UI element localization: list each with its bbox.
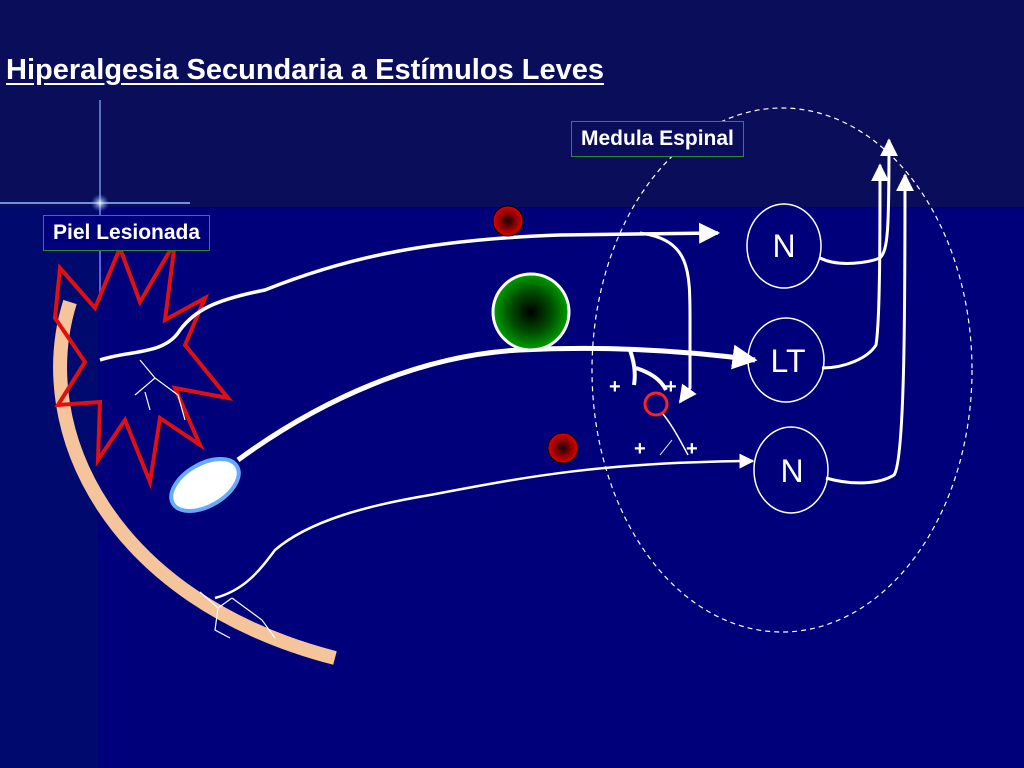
middle-fiber-branch — [628, 349, 668, 391]
plus-sign: + — [634, 438, 646, 460]
projection-neuron-bottom: N — [753, 426, 829, 514]
skin-layer — [53, 299, 337, 665]
slide-title: Hiperalgesia Secundaria a Estímulos Leve… — [6, 54, 604, 86]
bottom-fiber-ending — [199, 591, 276, 639]
injured-skin-label: Piel Lesionada — [43, 215, 211, 251]
interneuron-axon — [662, 413, 689, 456]
middle-fiber-cell-body — [491, 272, 571, 352]
top-fiber — [99, 222, 721, 362]
top-fiber-ending — [134, 359, 186, 421]
top-fiber-collateral — [639, 231, 697, 404]
middle-fiber — [236, 344, 758, 463]
interneuron-stroke — [659, 439, 673, 456]
light-flare — [0, 100, 190, 300]
header-background — [0, 0, 1024, 207]
ascending-axon-bottom — [825, 173, 914, 485]
mechanoreceptor — [169, 457, 241, 513]
spinal-cord-label: Medula Espinal — [571, 121, 744, 157]
injury-star — [52, 240, 233, 490]
plus-sign: + — [665, 376, 677, 398]
ascending-axon-top — [819, 138, 898, 265]
ascending-axon-lt — [821, 163, 889, 370]
spinal-cord-outline — [591, 107, 973, 633]
projection-neuron-lt: LT — [747, 317, 825, 403]
neuron-top-label: N — [772, 228, 795, 264]
plus-sign: + — [609, 376, 621, 398]
neuron-lt-label: LT — [771, 343, 806, 379]
top-fiber-cell-body — [492, 205, 524, 237]
bottom-fiber — [214, 453, 755, 600]
projection-neuron-top: N — [746, 203, 822, 289]
neuron-bottom-label: N — [780, 453, 803, 489]
plus-sign: + — [686, 438, 698, 460]
bottom-fiber-cell-body — [547, 432, 579, 464]
left-panel-background — [0, 207, 98, 768]
interneuron — [643, 391, 669, 417]
